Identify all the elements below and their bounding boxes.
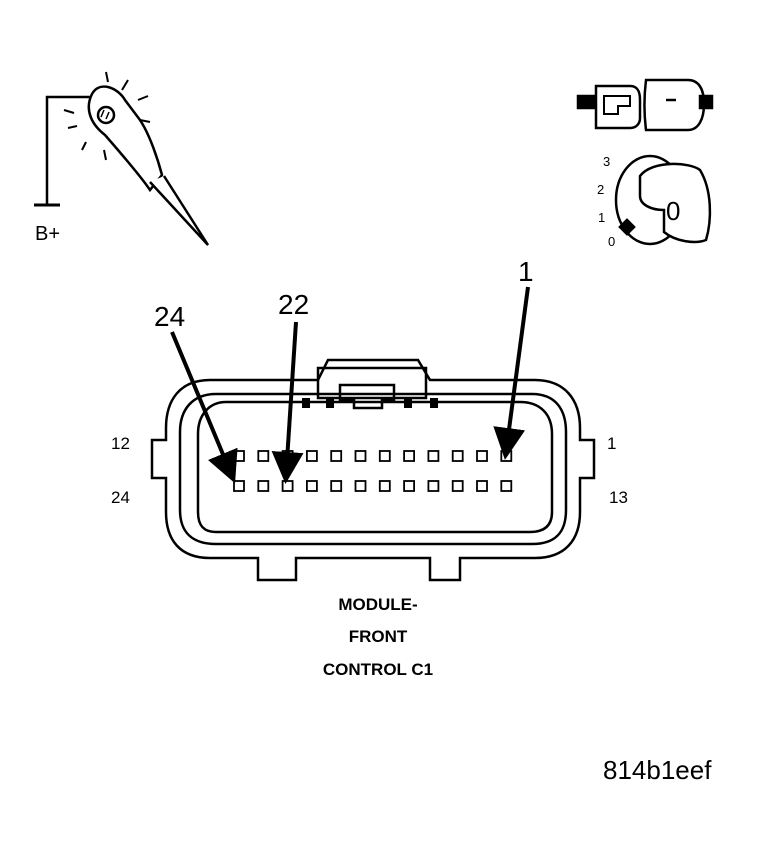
pin-cavity bbox=[403, 480, 416, 492]
ignition-position-label: 3 bbox=[603, 154, 610, 169]
pin-cavity bbox=[281, 480, 294, 492]
pin-cavity bbox=[257, 450, 270, 462]
pin-cavity bbox=[233, 450, 245, 462]
connector-caption-line-3: CONTROL C1 bbox=[323, 660, 433, 679]
connector-caption-line-2: FRONT bbox=[349, 627, 408, 646]
pin-cavity bbox=[451, 480, 464, 492]
callout-label-1: 1 bbox=[518, 256, 534, 287]
pin-cavity bbox=[378, 480, 391, 492]
pin-cavity bbox=[257, 480, 270, 492]
connector-caption-line-1: MODULE- bbox=[338, 595, 417, 614]
row2-left-pin-label: 24 bbox=[111, 488, 130, 507]
ignition-key-position: 0 bbox=[666, 196, 680, 226]
test-light-icon bbox=[34, 71, 210, 246]
pin-cavity bbox=[233, 480, 245, 492]
pin-cavity bbox=[305, 450, 318, 462]
connector-disconnect-icon bbox=[576, 78, 714, 132]
callout-arrow-24 bbox=[170, 331, 238, 484]
ignition-position-label: 2 bbox=[597, 182, 604, 197]
pin-cavity bbox=[403, 450, 416, 462]
row1-left-pin-label: 12 bbox=[111, 434, 130, 453]
ignition-position-label: 1 bbox=[598, 210, 605, 225]
pin-grid bbox=[233, 450, 513, 492]
row1-right-pin-label: 1 bbox=[607, 434, 616, 453]
pin-cavity bbox=[500, 450, 513, 462]
pin-cavity bbox=[500, 480, 513, 492]
connector-body bbox=[150, 358, 596, 582]
callout-arrow-22 bbox=[271, 321, 304, 484]
callout-label-22: 22 bbox=[278, 289, 309, 320]
callout-label-24: 24 bbox=[154, 301, 185, 332]
figure-code: 814b1eef bbox=[603, 755, 712, 785]
pin-cavity bbox=[378, 450, 391, 462]
ignition-position-label: 0 bbox=[608, 234, 615, 249]
callout-arrow-1 bbox=[493, 286, 530, 460]
pin-cavity bbox=[330, 450, 343, 462]
row2-right-pin-label: 13 bbox=[609, 488, 628, 507]
pin-cavity bbox=[354, 480, 367, 492]
pin-cavity bbox=[330, 480, 343, 492]
b-plus-label: B+ bbox=[35, 223, 60, 245]
pin-cavity bbox=[427, 450, 440, 462]
pin-cavity bbox=[427, 480, 440, 492]
ignition-switch-icon bbox=[614, 154, 712, 246]
pin-cavity bbox=[476, 450, 488, 462]
pin-cavity bbox=[451, 450, 464, 462]
pin-cavity bbox=[476, 480, 488, 492]
pin-cavity bbox=[305, 480, 318, 492]
pin-cavity bbox=[354, 450, 367, 462]
